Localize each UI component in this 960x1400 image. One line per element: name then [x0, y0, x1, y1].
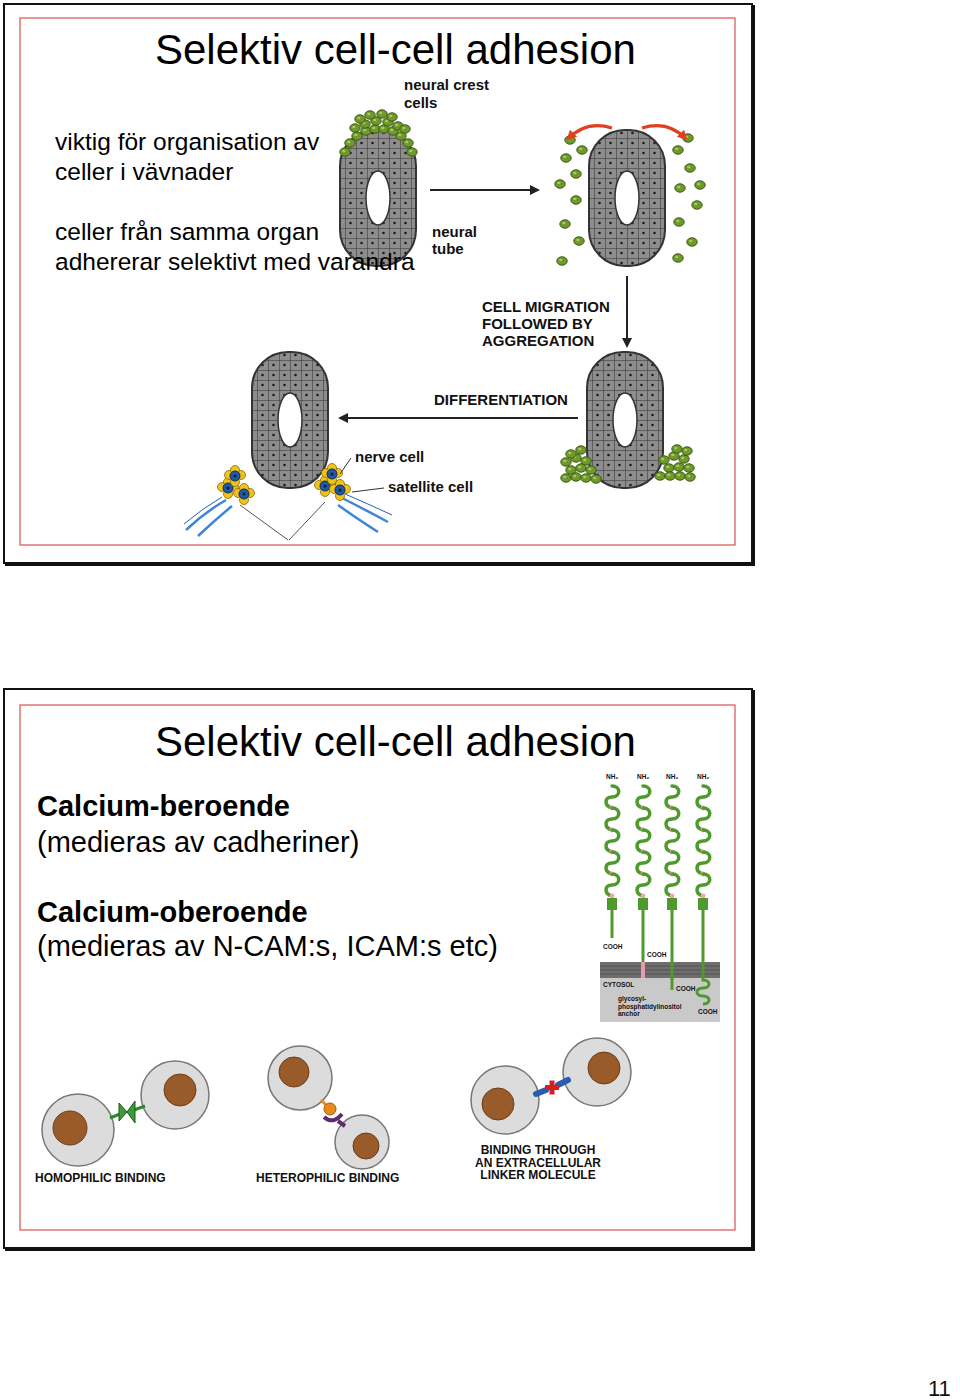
- cell-label: nerve cell: [355, 448, 424, 466]
- stage-arrow: [430, 189, 538, 191]
- linker-binding-cells: [471, 1038, 631, 1134]
- process-label: CELL MIGRATION FOLLOWED BY AGGREGATION: [482, 298, 617, 349]
- slide-title: Selektiv cell-cell adhesion: [155, 718, 636, 766]
- process-label: DIFFERENTIATION: [434, 391, 568, 409]
- binding-caption: HETEROPHILIC BINDING: [256, 1171, 399, 1185]
- terminus-label: NH₂: [666, 773, 678, 781]
- terminus-label: NH₂: [606, 773, 618, 781]
- bullet-text: celler från samma organ adhererar selekt…: [55, 217, 425, 277]
- neural-tube-stage-4: [184, 352, 392, 540]
- homophilic-binding-cells: [42, 1061, 209, 1166]
- binding-caption: HOMOPHILIC BINDING: [35, 1171, 166, 1185]
- slide-inner-frame: [20, 18, 735, 545]
- cell-label: neural crest cells: [404, 76, 499, 112]
- slide-frame: Selektiv cell-cell adhesionCalcium-beroe…: [3, 688, 753, 1249]
- terminus-label: NH₂: [637, 773, 649, 781]
- leader-line: [340, 458, 351, 474]
- terminus-label: COOH: [603, 943, 623, 951]
- binding-caption: BINDING THROUGH AN EXTRACELLULAR LINKER …: [472, 1144, 604, 1182]
- page-number: 11: [928, 1376, 951, 1400]
- terminus-label: NH₂: [697, 773, 709, 781]
- slide-frame: Selektiv cell-cell adhesion viktig för or…: [3, 3, 753, 564]
- slide-title: Selektiv cell-cell adhesion: [155, 26, 636, 74]
- terminus-label: COOH: [676, 985, 696, 993]
- region-label: CYTOSOL: [603, 981, 634, 989]
- heterophilic-binding-cells: [268, 1046, 389, 1169]
- cadherin-molecules: [600, 786, 720, 1022]
- bullet-text: Calcium-oberoende: [37, 895, 308, 929]
- terminus-label: COOH: [698, 1008, 718, 1016]
- leader-line: [352, 488, 384, 492]
- terminus-label: COOH: [647, 951, 667, 959]
- neural-tube-stage-1: [340, 110, 417, 266]
- bullet-text: (medieras av N-CAM:s, ICAM:s etc): [37, 929, 498, 963]
- anchor-label: glycosyl-phosphatidylinositol anchor: [618, 995, 680, 1018]
- stage-arrow: [340, 417, 578, 419]
- structure-label: neural tube: [432, 223, 492, 257]
- neural-tube-stage-2: [555, 126, 705, 266]
- neural-tube-stage-3: [561, 352, 695, 488]
- bullet-text: (medieras av cadheriner): [37, 825, 359, 859]
- slide-inner-frame: [20, 705, 735, 1230]
- stage-arrow: [626, 276, 628, 346]
- bullet-text: viktig för organisation av celler i vävn…: [55, 127, 355, 187]
- cell-label: satellite cell: [388, 478, 473, 496]
- bullet-text: Calcium-beroende: [37, 789, 290, 823]
